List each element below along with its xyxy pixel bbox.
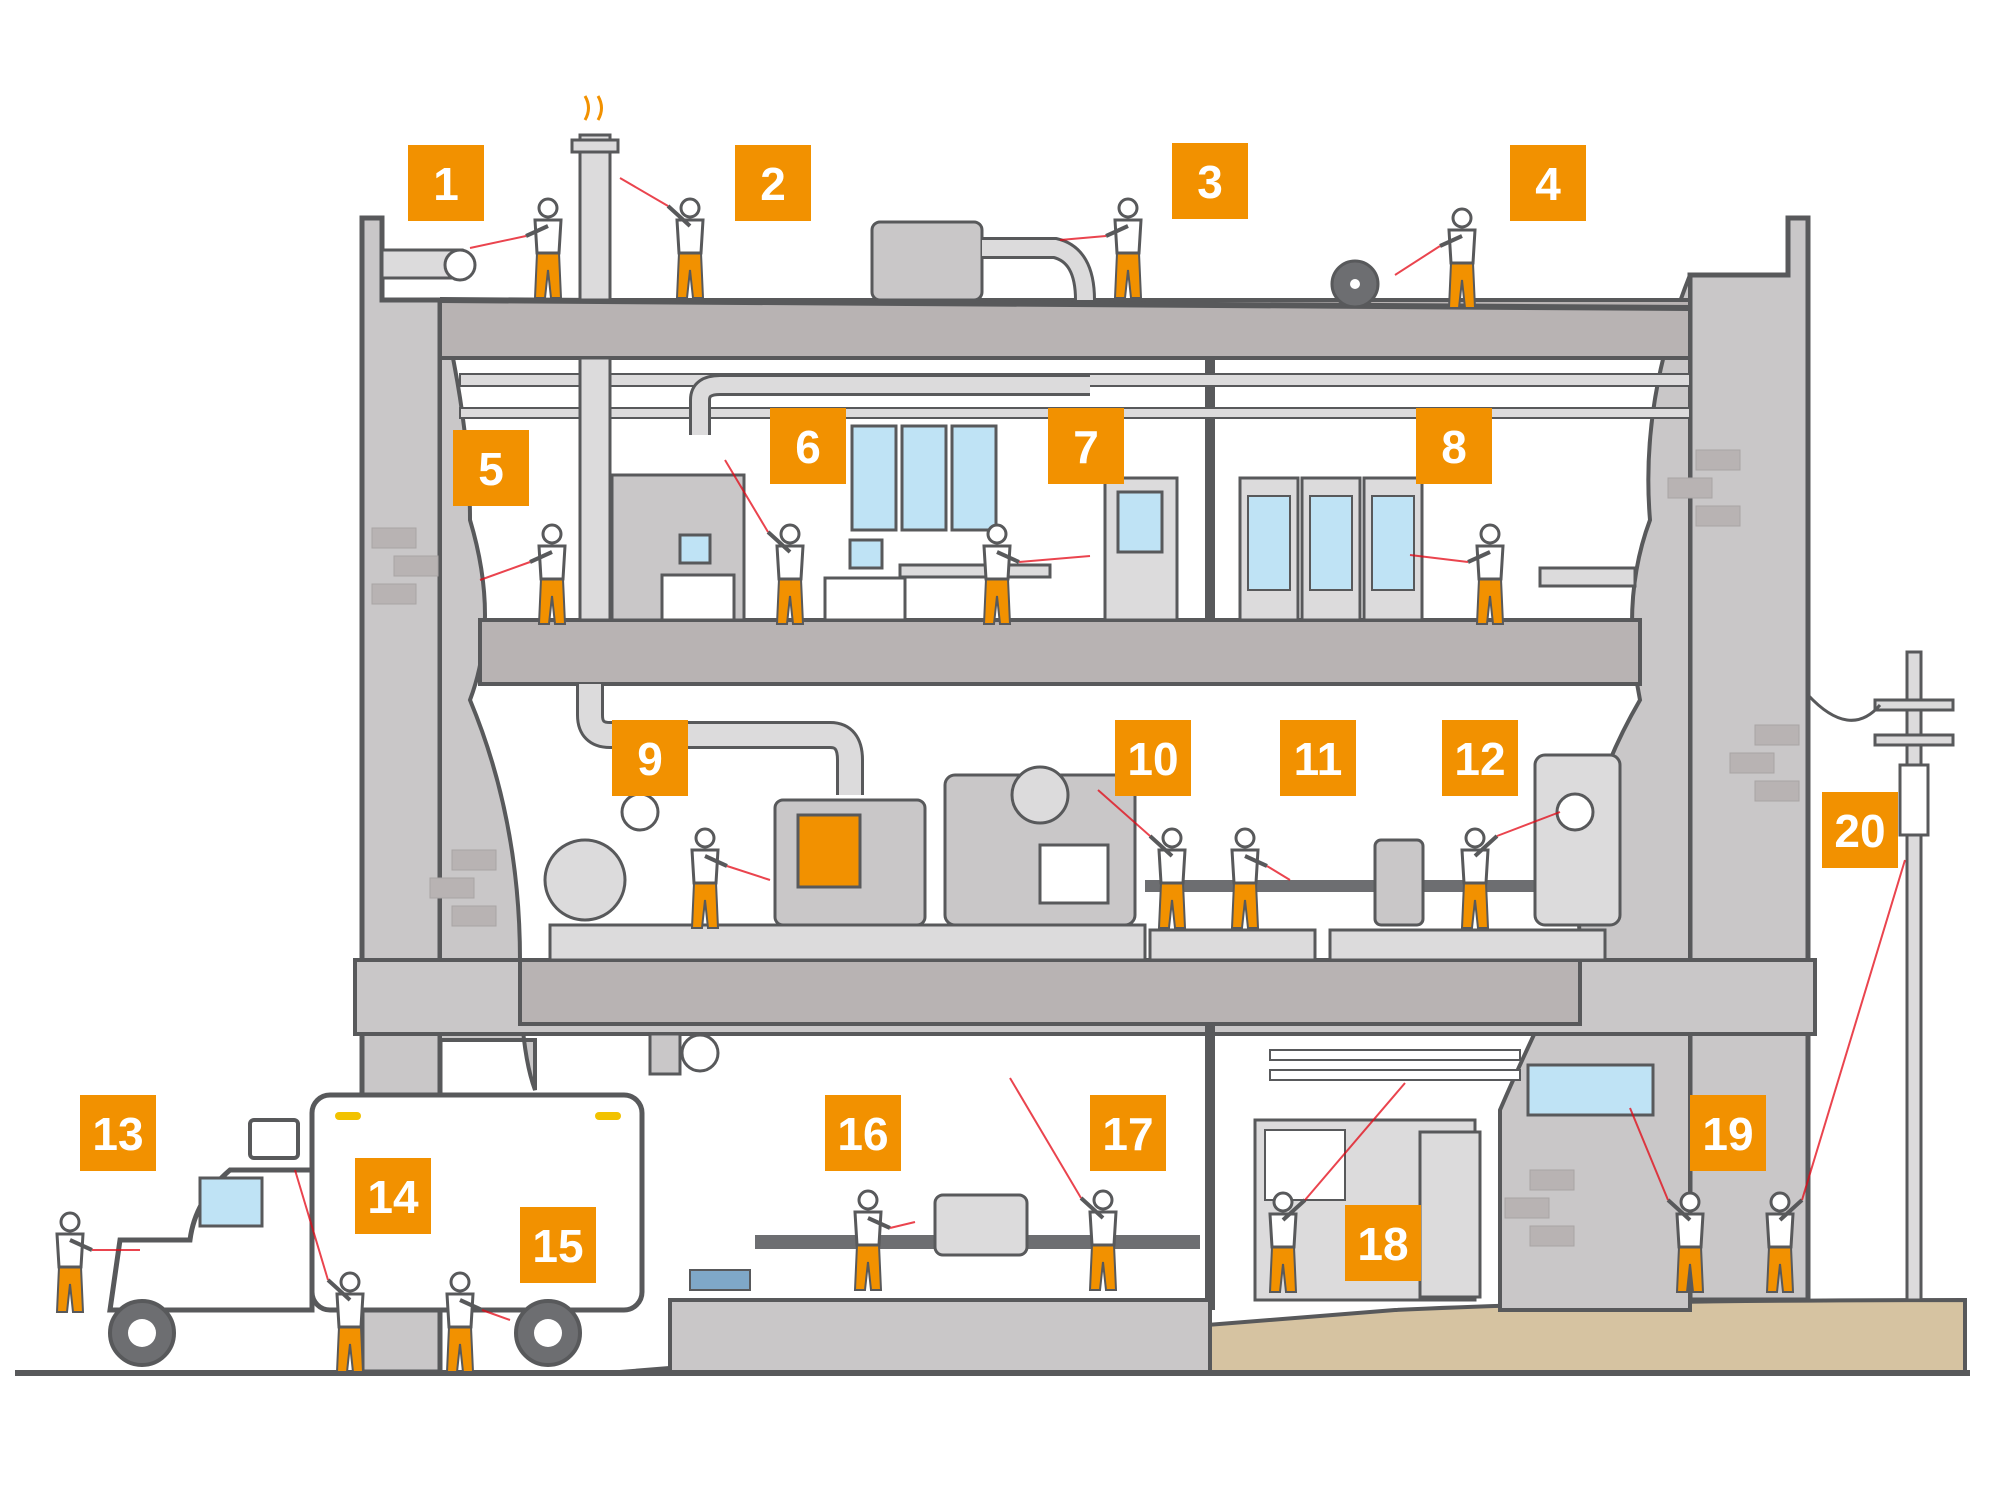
worker-figure [55, 1211, 93, 1313]
laser-beam [1394, 245, 1441, 276]
laser-beam [1097, 789, 1151, 837]
worker-figure [445, 1271, 483, 1373]
badge-15-label: 15 [532, 1220, 583, 1272]
worker-figure [982, 523, 1020, 625]
badge-15: 15 [520, 1207, 596, 1283]
badge-1-label: 1 [433, 158, 459, 210]
worker-figure [1105, 197, 1143, 299]
badge-4: 4 [1510, 145, 1586, 221]
roof-equipment [380, 95, 1380, 309]
badge-18-label: 18 [1357, 1218, 1408, 1270]
laser-beam [294, 1169, 329, 1281]
badge-12-label: 12 [1454, 733, 1505, 785]
worker-figure [1765, 1191, 1804, 1293]
badge-10: 10 [1115, 720, 1191, 796]
badge-9: 9 [612, 720, 688, 796]
utility-pole [1806, 650, 1955, 1302]
laser-beam [889, 1221, 916, 1229]
badge-7-label: 7 [1073, 421, 1099, 473]
badge-2-label: 2 [760, 158, 786, 210]
laser-beams [92, 177, 1906, 1321]
worker-figure [1148, 827, 1187, 929]
badge-8-label: 8 [1441, 421, 1467, 473]
laser-beam [726, 865, 771, 881]
workers [55, 197, 1804, 1373]
worker-figure [326, 1271, 365, 1373]
laser-beam [1304, 1082, 1406, 1201]
badge-13: 13 [80, 1095, 156, 1171]
badge-11-label: 11 [1294, 733, 1343, 785]
badge-6-label: 6 [795, 421, 821, 473]
laser-beam [1018, 555, 1091, 563]
badge-5-label: 5 [478, 443, 504, 495]
building-structure [353, 215, 1817, 1375]
badge-3: 3 [1172, 143, 1248, 219]
badge-10-label: 10 [1127, 733, 1178, 785]
badge-19: 19 [1690, 1095, 1766, 1171]
badge-17: 17 [1090, 1095, 1166, 1171]
badge-7: 7 [1048, 408, 1124, 484]
badge-6: 6 [770, 408, 846, 484]
badge-18: 18 [1345, 1205, 1421, 1281]
badge-1: 1 [408, 145, 484, 221]
badge-9-label: 9 [637, 733, 663, 785]
worker-figure [529, 523, 567, 625]
badge-19-label: 19 [1702, 1108, 1753, 1160]
badge-12: 12 [1442, 720, 1518, 796]
worker-figure [690, 827, 728, 929]
badge-16: 16 [825, 1095, 901, 1171]
badge-20: 20 [1822, 792, 1898, 868]
worker-figure [1460, 827, 1499, 929]
laser-beam [724, 459, 769, 533]
badge-14: 14 [355, 1158, 431, 1234]
worker-figure [1268, 1191, 1307, 1293]
laser-beam [1266, 865, 1291, 881]
laser-beam [481, 1309, 511, 1321]
badge-8: 8 [1416, 408, 1492, 484]
laser-beam [1009, 1077, 1082, 1199]
worker-figure [666, 197, 705, 299]
laser-beam [1409, 554, 1469, 563]
badge-20-label: 20 [1834, 805, 1885, 857]
badge-2: 2 [735, 145, 811, 221]
worker-figure [853, 1189, 891, 1291]
badge-4-label: 4 [1535, 158, 1561, 210]
worker-figure [1439, 207, 1477, 309]
worker-figure [1230, 827, 1268, 929]
production-floor [543, 684, 1622, 962]
badge-17-label: 17 [1102, 1108, 1153, 1160]
worker-figure [1079, 1189, 1118, 1291]
badge-13-label: 13 [92, 1108, 143, 1160]
laser-beam [1059, 235, 1107, 241]
badge-3-label: 3 [1197, 156, 1223, 208]
badge-14-label: 14 [367, 1171, 419, 1223]
badge-11: 11 [1280, 720, 1356, 796]
badge-5: 5 [453, 430, 529, 506]
laser-beam [1801, 859, 1906, 1201]
laser-beam [619, 177, 669, 207]
worker-figure [766, 523, 805, 625]
office-floor [459, 356, 1691, 622]
worker-figure [1467, 523, 1505, 625]
laser-beam [1496, 811, 1561, 837]
laser-beam [479, 561, 531, 581]
laser-beam [469, 235, 527, 249]
worker-figure [1666, 1191, 1705, 1293]
worker-figure [525, 197, 563, 299]
laser-beam [1629, 1107, 1669, 1201]
badge-16-label: 16 [837, 1108, 888, 1160]
